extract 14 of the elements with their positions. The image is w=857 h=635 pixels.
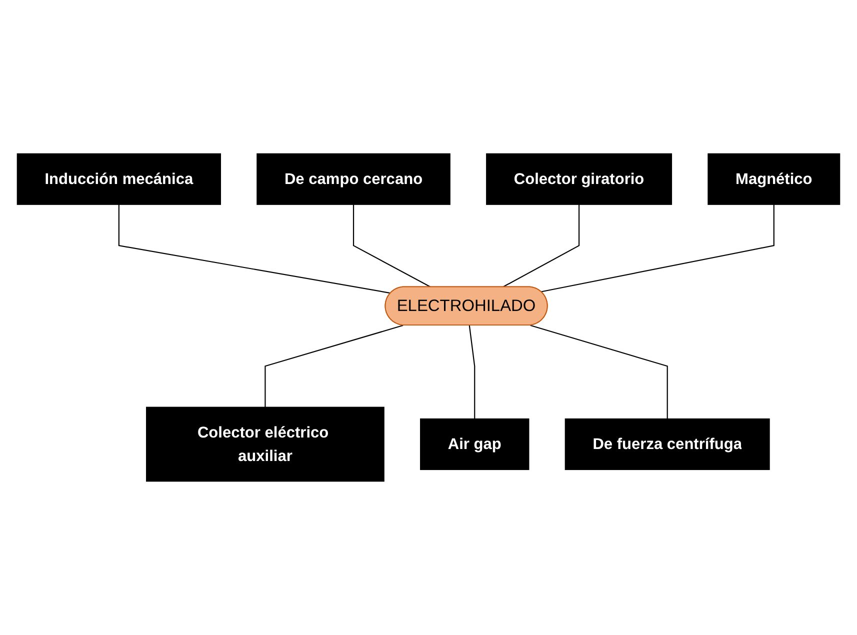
node-box: Colector eléctrico auxiliar (146, 406, 384, 482)
node-box: De fuerza centrífuga (564, 418, 770, 470)
node-box: De campo cercano (256, 153, 450, 205)
connector (118, 204, 391, 294)
node-box: Colector giratorio (486, 153, 672, 205)
connector (502, 204, 580, 288)
node-box: Inducción mecánica (16, 153, 221, 205)
connector (264, 324, 404, 408)
node-box: Magnético (708, 153, 840, 205)
node-box: Air gap (420, 418, 530, 470)
connector (468, 325, 476, 419)
connector (352, 204, 432, 288)
connector (541, 204, 774, 292)
connector (530, 324, 668, 419)
